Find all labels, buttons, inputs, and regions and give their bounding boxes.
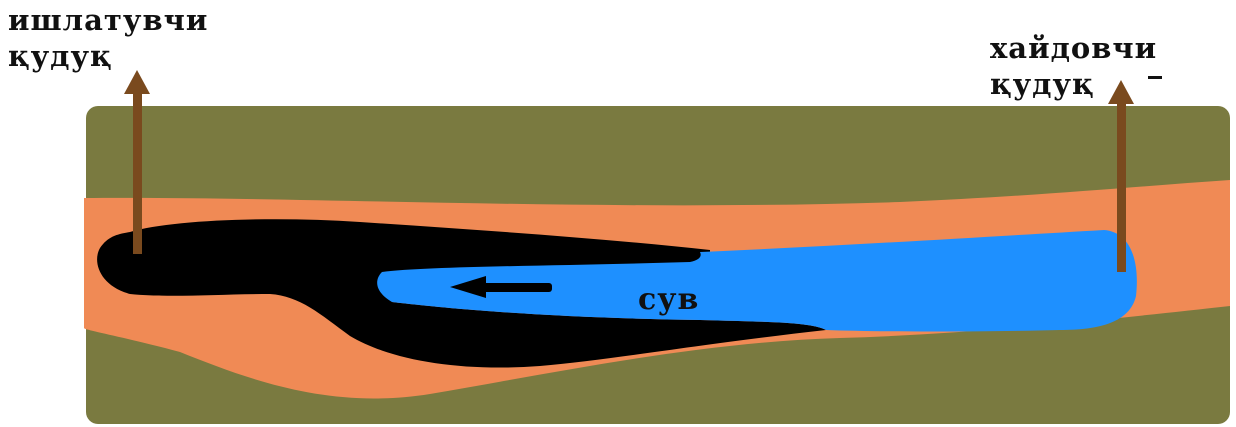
injection-well-label-line1: ишлатувчи (8, 2, 208, 38)
production-well-label-line1: хайдовчи (990, 30, 1157, 66)
injection-well-label: ишлатувчи қудуқ (8, 2, 208, 74)
production-well-label-line2: қудуқ (990, 66, 1157, 102)
right-well-pipe (1117, 100, 1126, 272)
left-well-pipe (133, 90, 142, 254)
injection-well-label-line2: қудуқ (8, 38, 208, 74)
production-well-label: хайдовчи қудуқ (990, 30, 1157, 102)
water-label: сув (638, 282, 699, 317)
